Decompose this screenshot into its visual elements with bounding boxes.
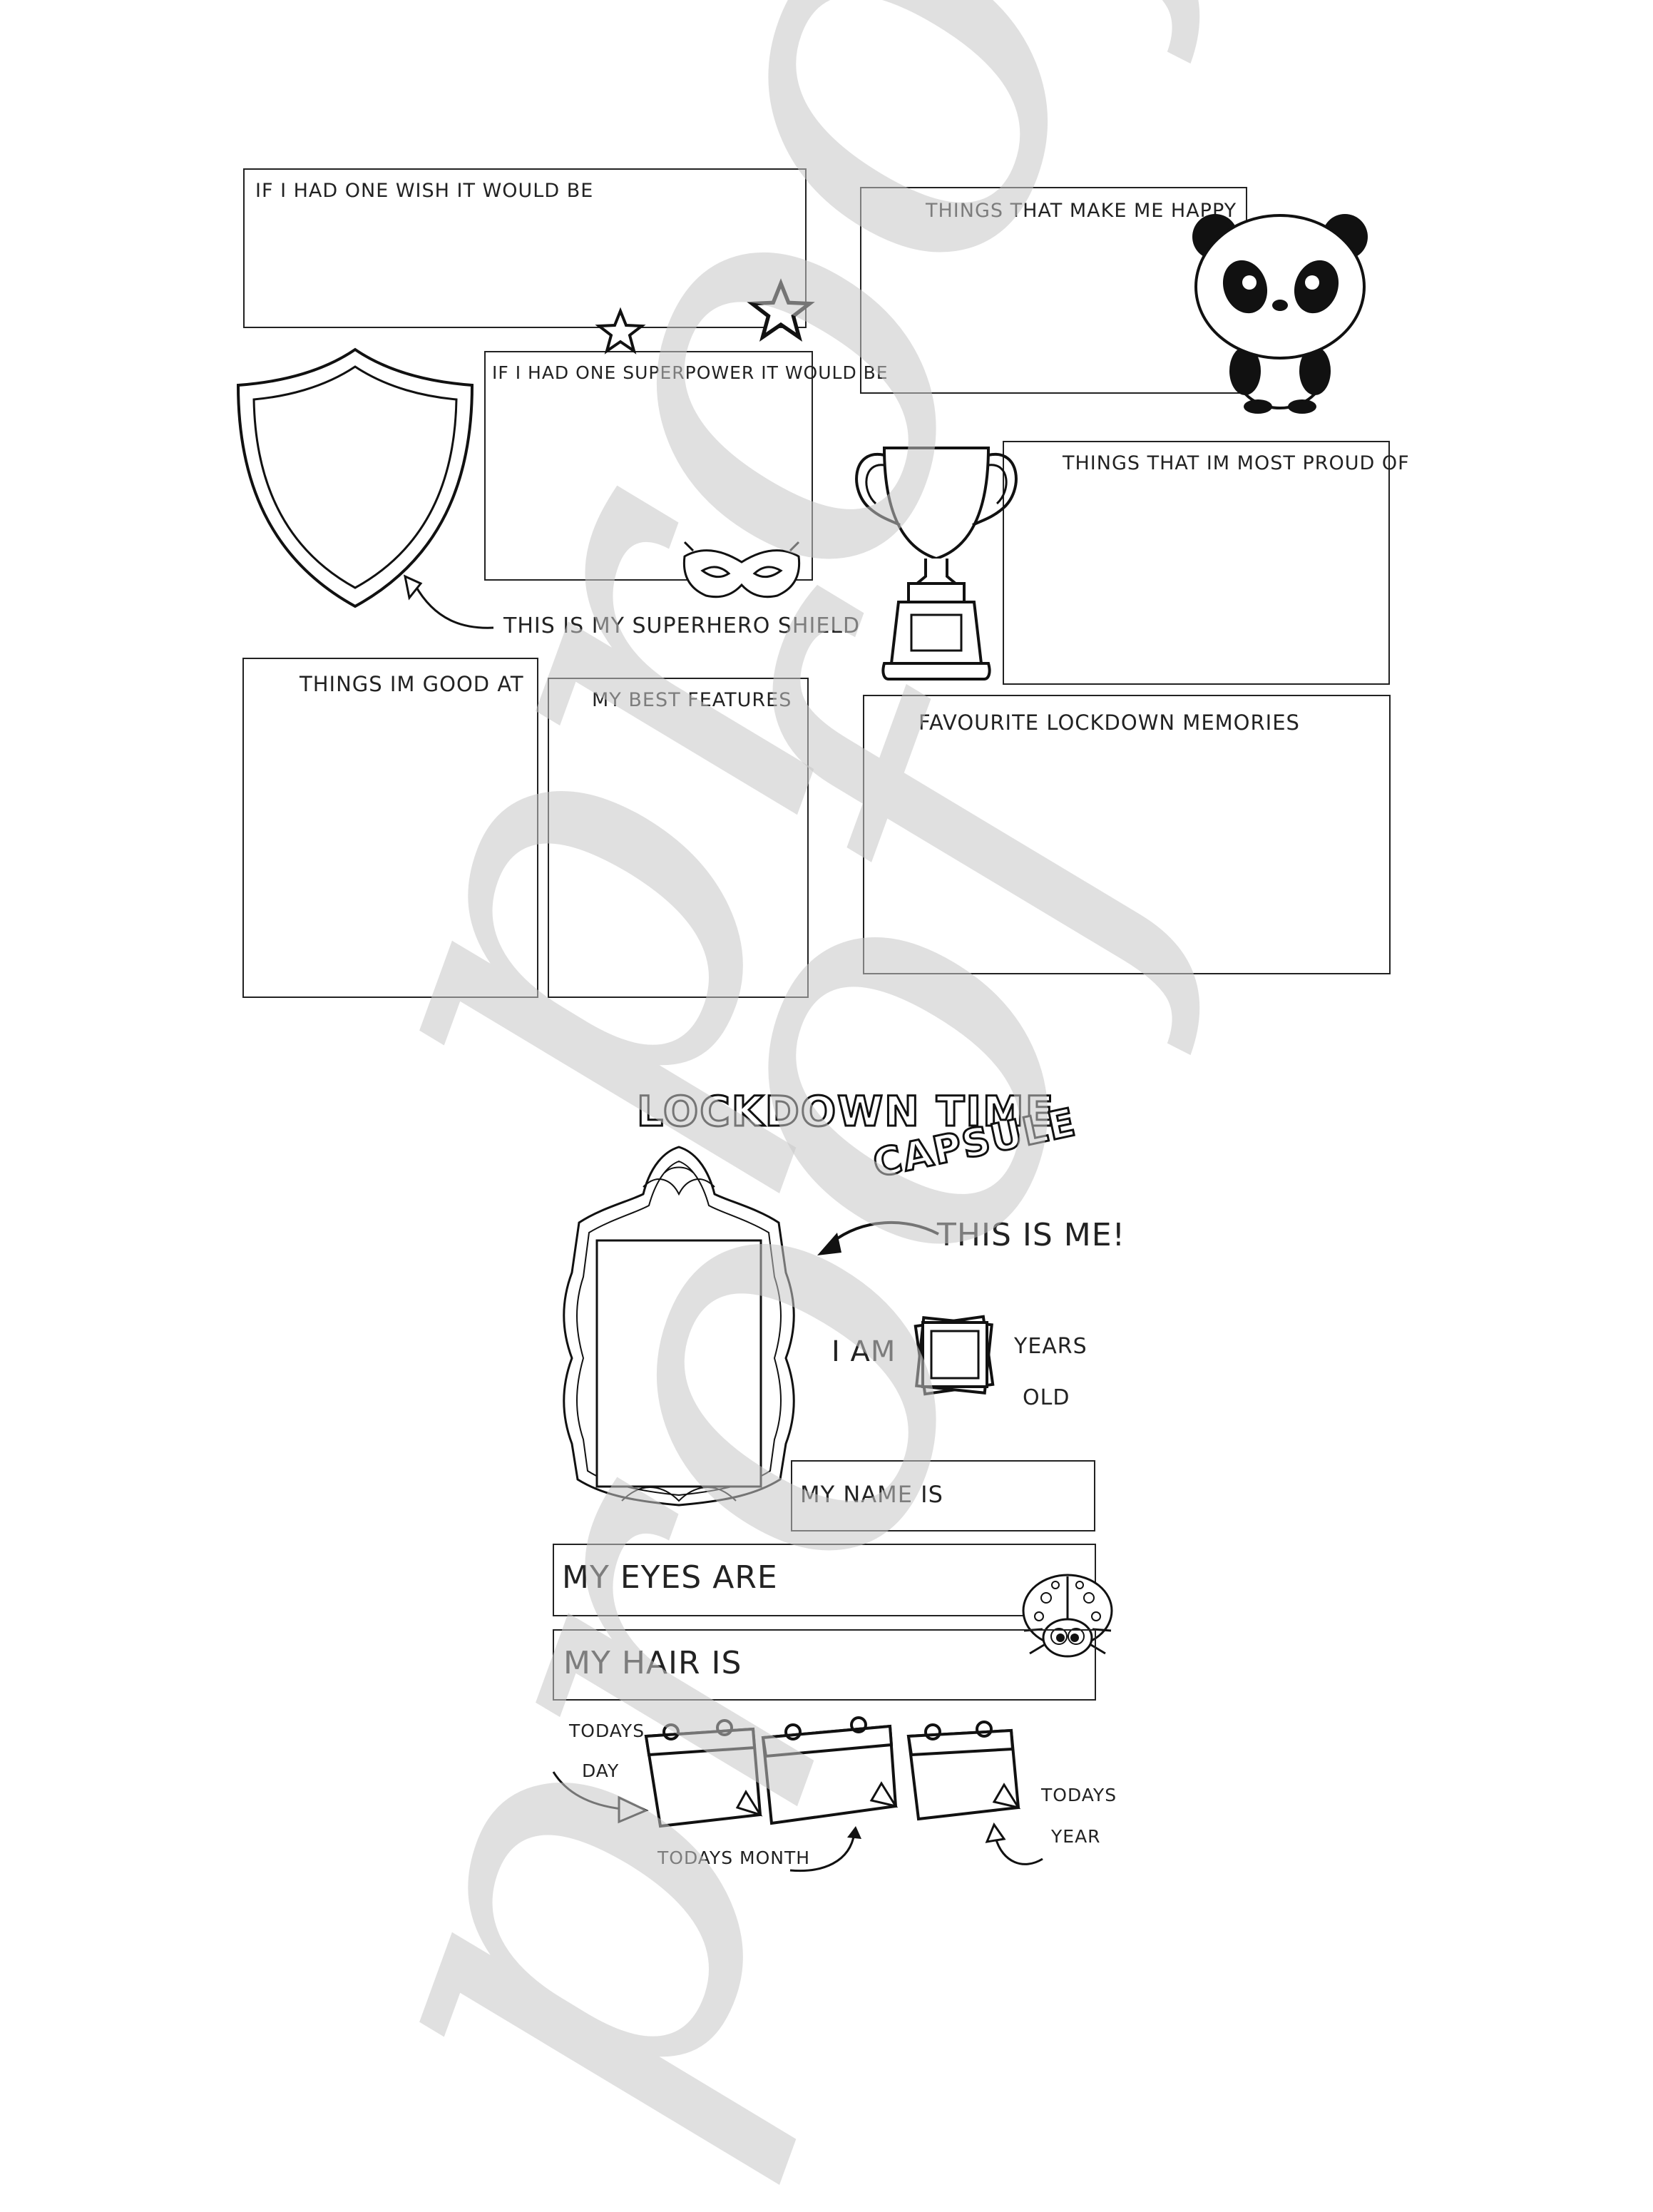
shield-caption: THIS IS MY SUPERHERO SHIELD [503, 613, 861, 638]
calendar-icon[interactable] [757, 1706, 900, 1828]
one-wish-box [243, 168, 807, 328]
hair-label: MY HAIR IS [563, 1645, 742, 1681]
mask-icon [682, 541, 801, 598]
photo-stack-icon [914, 1315, 995, 1396]
proud-of-label: THINGS THAT IM MOST PROUD OF [1063, 452, 1410, 474]
star-icon [595, 307, 646, 355]
shield-icon [236, 347, 474, 608]
lockdown-memories-box [863, 695, 1391, 974]
one-wish-label: IF I HAD ONE WISH IT WOULD BE [255, 180, 594, 202]
proud-of-box [1003, 441, 1390, 685]
make-happy-label: THINGS THAT MAKE ME HAPPY [926, 200, 1237, 222]
good-at-box [242, 658, 538, 998]
arrow-icon [403, 574, 494, 629]
name-label: MY NAME IS [800, 1481, 943, 1508]
todays-day-label-2: DAY [582, 1760, 620, 1781]
title-lockdown-time: LOCKDOWN TIME [635, 1086, 1055, 1137]
old-label: OLD [1023, 1385, 1070, 1410]
todays-month-label: TODAYS MONTH [657, 1847, 811, 1868]
years-label: YEARS [1014, 1334, 1088, 1359]
calendar-icon[interactable] [639, 1708, 764, 1830]
lockdown-memories-label: FAVOURITE LOCKDOWN MEMORIES [918, 710, 1300, 735]
eyes-field[interactable] [553, 1544, 1096, 1616]
superpower-box [484, 351, 813, 581]
todays-year-label-2: YEAR [1051, 1826, 1101, 1847]
panda-icon [1192, 214, 1368, 414]
i-am-label: I AM [831, 1335, 896, 1368]
ladybug-icon [1022, 1574, 1113, 1658]
eyes-label: MY EYES ARE [562, 1559, 778, 1596]
best-features-label: MY BEST FEATURES [592, 689, 792, 711]
trophy-icon [855, 447, 1018, 681]
hair-field[interactable] [553, 1629, 1096, 1701]
name-field[interactable] [791, 1460, 1095, 1531]
arrow-icon [985, 1822, 1043, 1865]
arrow-icon [552, 1771, 649, 1824]
arrow-icon [789, 1826, 861, 1872]
superpower-label: IF I HAD ONE SUPERPOWER IT WOULD BE [492, 362, 889, 383]
calendar-icon[interactable] [904, 1711, 1024, 1825]
mirror-frame-icon [563, 1146, 795, 1507]
todays-year-label-1: TODAYS [1041, 1785, 1117, 1805]
star-icon [747, 278, 815, 342]
todays-day-label-1: TODAYS [569, 1721, 645, 1741]
best-features-box [548, 678, 809, 998]
this-is-me-label: THIS IS ME! [937, 1217, 1126, 1253]
arrow-icon [817, 1220, 939, 1255]
good-at-label: THINGS IM GOOD AT [300, 672, 524, 696]
